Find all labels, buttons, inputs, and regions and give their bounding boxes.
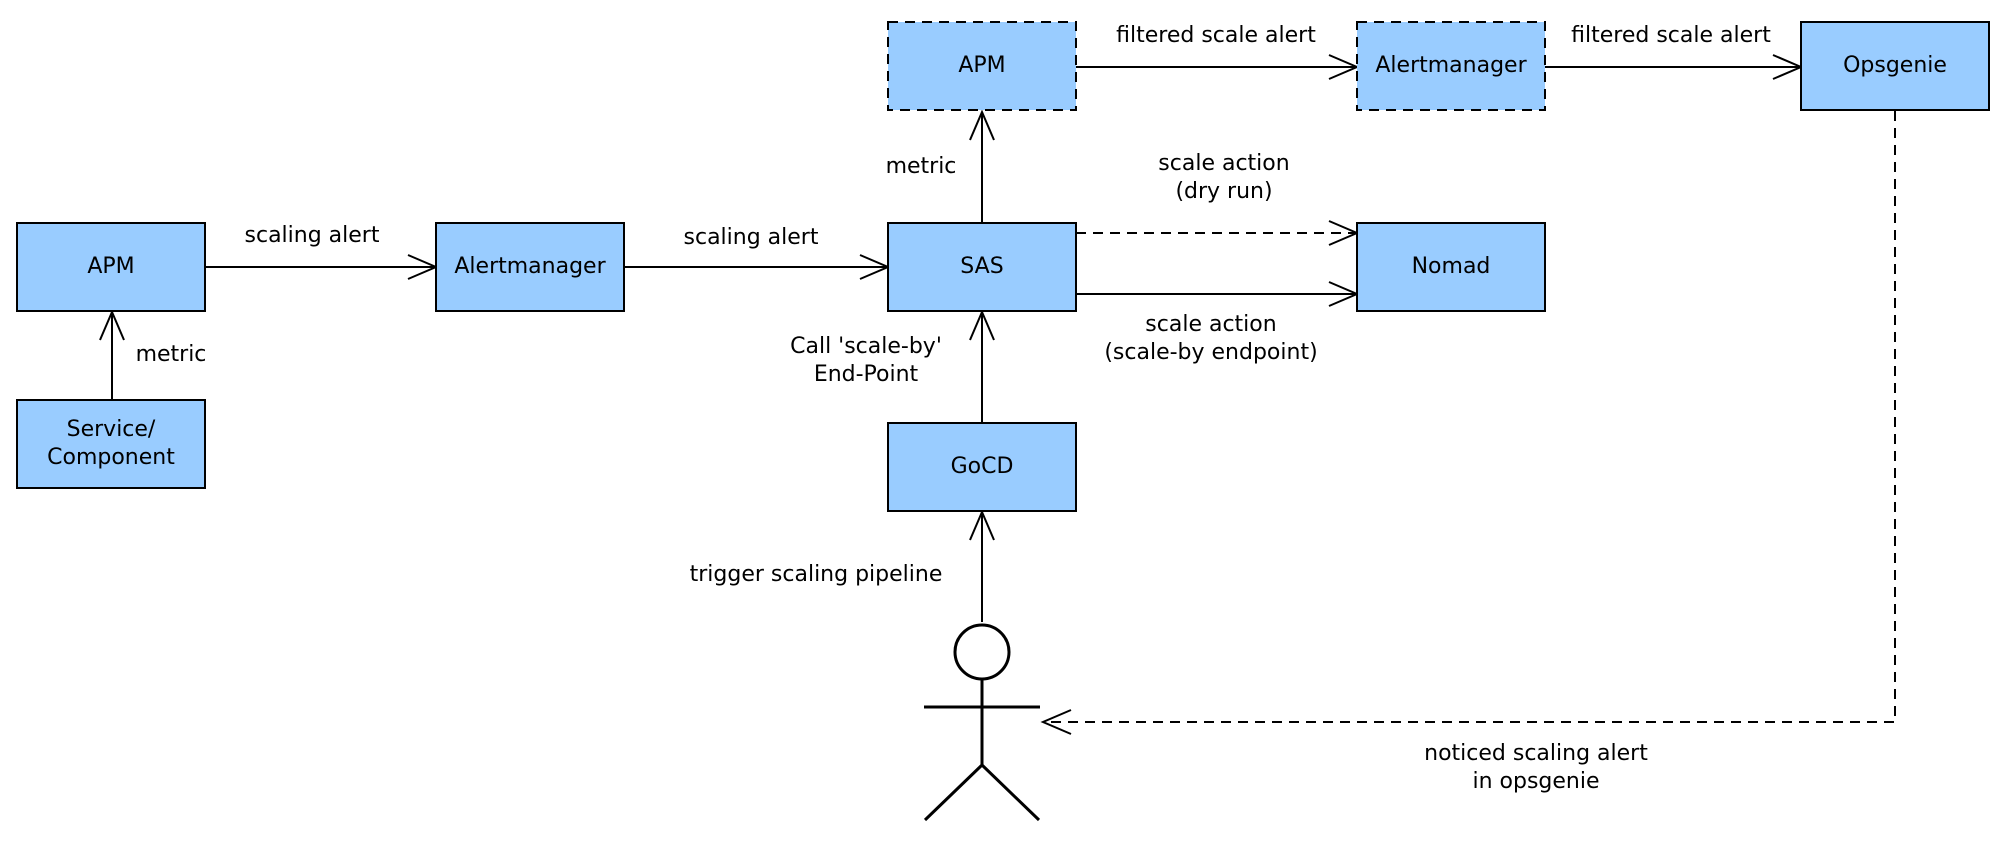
edge-label-service-to-apm: metric [136,342,207,367]
apm-left-box [16,222,206,312]
gocd-box [887,422,1077,512]
service-box [16,399,206,489]
edge-label-alertmanager-top-to-opsgenie: filtered scale alert [1571,23,1771,48]
edge-label-sas-to-nomad-dry-run: scale action(dry run) [1158,151,1289,204]
edge-label-sas-to-nomad: scale action(scale-by endpoint) [1104,312,1317,365]
edge-label-apm-to-alertmanager: scaling alert [245,223,380,248]
apm-left-label: APM [87,254,134,279]
alertmanager-left-label: Alertmanager [454,254,606,279]
opsgenie-box [1800,21,1990,111]
apm-top-label: APM [958,53,1005,78]
node-labels: APM Service/Component Alertmanager SAS A… [47,53,1947,479]
edge-label-alertmanager-to-sas: scaling alert [684,225,819,250]
edge-label-gocd-to-sas: Call 'scale-by'End-Point [790,334,942,387]
edge-opsgenie-to-user [1040,111,1896,735]
service-label: Service/Component [47,417,175,470]
gocd-label: GoCD [951,454,1014,479]
edge-labels: metric scaling alert scaling alert metri… [136,23,1772,794]
nomad-box [1356,222,1546,312]
edge-label-sas-to-apm-top: metric [886,154,957,179]
nomad-label: Nomad [1412,254,1491,279]
edge-label-user-to-gocd: trigger scaling pipeline [690,562,943,587]
edges [99,54,1896,735]
opsgenie-label: Opsgenie [1843,53,1947,78]
alertmanager-left-box [435,222,625,312]
apm-top-box [887,21,1077,111]
edge-label-apm-top-to-alertmanager-top: filtered scale alert [1116,23,1316,48]
alertmanager-top-box [1356,21,1546,111]
sas-label: SAS [960,254,1003,279]
nodes [16,21,1990,512]
alertmanager-top-label: Alertmanager [1375,53,1527,78]
sas-box [887,222,1077,312]
user-actor-icon [923,623,1041,822]
